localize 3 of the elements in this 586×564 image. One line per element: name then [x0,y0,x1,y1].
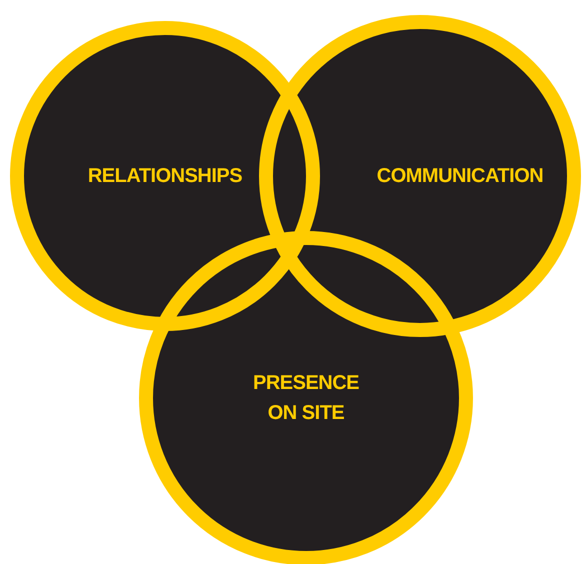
circle-label: PRESENCE ON SITE [241,368,371,428]
circle-label: RELATIONSHIPS [70,161,260,191]
circle-label: COMMUNICATION [355,161,565,191]
